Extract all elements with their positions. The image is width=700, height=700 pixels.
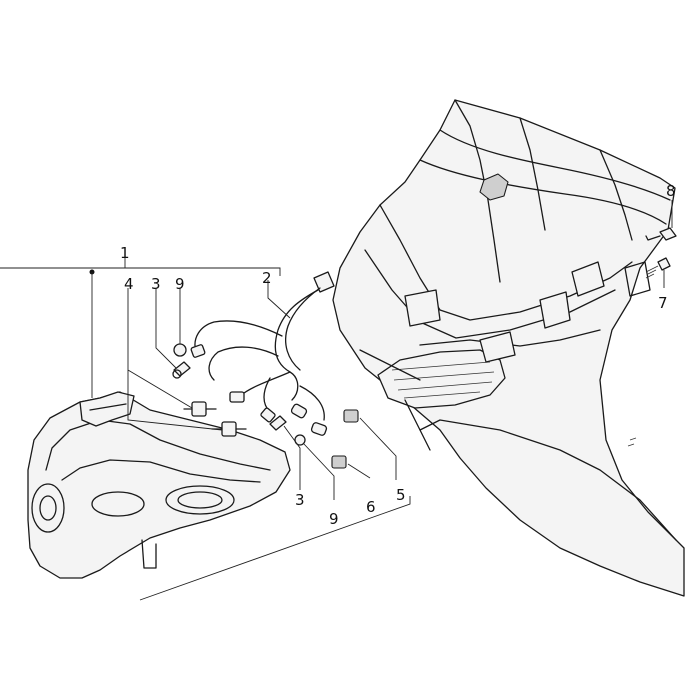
main-bulb-upper xyxy=(183,401,217,417)
callout-3-top: 3 xyxy=(151,275,161,293)
callout-9-top: 9 xyxy=(175,275,185,293)
callout-9-bottom: 9 xyxy=(329,510,339,528)
callout-8: 8 xyxy=(666,182,676,200)
front-shield xyxy=(332,99,685,597)
bulb-small-bottom xyxy=(269,415,287,431)
bulb-small-top xyxy=(172,361,191,379)
callout-4: 4 xyxy=(124,275,134,293)
callout-2: 2 xyxy=(262,269,272,287)
socket-top xyxy=(173,343,187,357)
wiring-harness xyxy=(190,271,335,436)
clip-lower xyxy=(331,455,347,469)
clip-upper xyxy=(343,409,359,423)
socket-bottom xyxy=(294,434,306,446)
headlight-housing xyxy=(27,269,291,579)
callout-6: 6 xyxy=(366,498,376,516)
leader-lines xyxy=(0,200,673,601)
main-bulb-lower xyxy=(211,421,247,437)
screw-8 xyxy=(645,227,677,241)
callout-1: 1 xyxy=(120,244,130,262)
screw-7 xyxy=(645,257,671,279)
callout-3-bottom: 3 xyxy=(295,491,305,509)
callout-5: 5 xyxy=(396,486,406,504)
callout-7: 7 xyxy=(658,294,668,312)
